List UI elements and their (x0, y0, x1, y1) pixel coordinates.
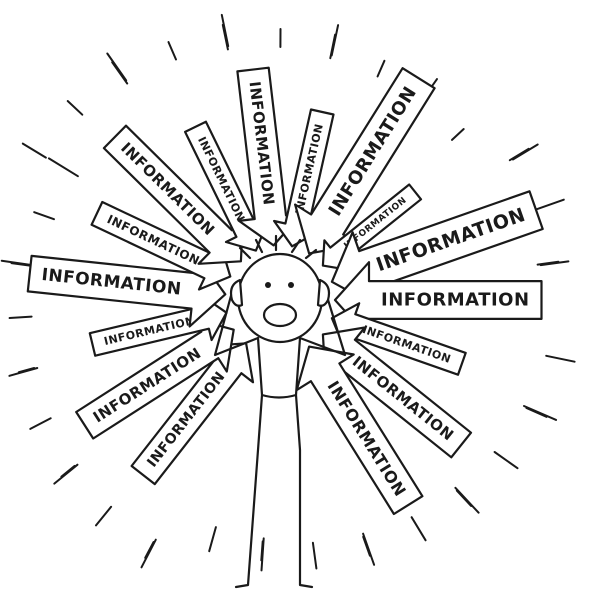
burst-lines (0, 13, 576, 572)
figure-eye-left (265, 282, 271, 288)
burst-line (8, 315, 33, 319)
burst-line (53, 463, 79, 485)
burst-line (376, 59, 386, 78)
burst-line (493, 451, 519, 470)
burst-line (511, 143, 539, 161)
burst-line (208, 526, 217, 553)
figure-arms (213, 288, 347, 357)
burst-line (29, 417, 52, 430)
burst-line (536, 260, 560, 266)
burst-line (111, 61, 129, 85)
burst-line (451, 128, 465, 141)
figure-head (236, 252, 324, 344)
figure-body (234, 336, 314, 589)
figure-mouth (262, 302, 298, 328)
burst-line (167, 41, 177, 61)
burst-line (66, 100, 84, 116)
burst-line (47, 157, 79, 178)
figure-hands (229, 278, 331, 307)
burst-line (33, 211, 55, 221)
burst-line (410, 516, 427, 542)
burst-line (221, 23, 229, 51)
stick-figure (213, 234, 347, 589)
burst-line (508, 147, 530, 162)
information-arrow: INFORMATION (26, 254, 227, 328)
information-label: INFORMATION (381, 290, 530, 311)
burst-line (21, 142, 47, 159)
burst-line (140, 538, 157, 569)
burst-line (545, 354, 576, 363)
figure-hair (238, 234, 318, 260)
information-arrow: INFORMATION (333, 261, 543, 339)
information-arrow: INFORMATION (236, 66, 303, 247)
burst-line (95, 505, 113, 527)
burst-line (329, 33, 337, 60)
burst-line (260, 537, 265, 572)
burst-line (362, 532, 376, 566)
figure-eye-right (288, 282, 294, 288)
burst-line (311, 541, 318, 570)
burst-line (8, 367, 39, 377)
burst-line (454, 486, 480, 514)
burst-line (523, 405, 558, 421)
